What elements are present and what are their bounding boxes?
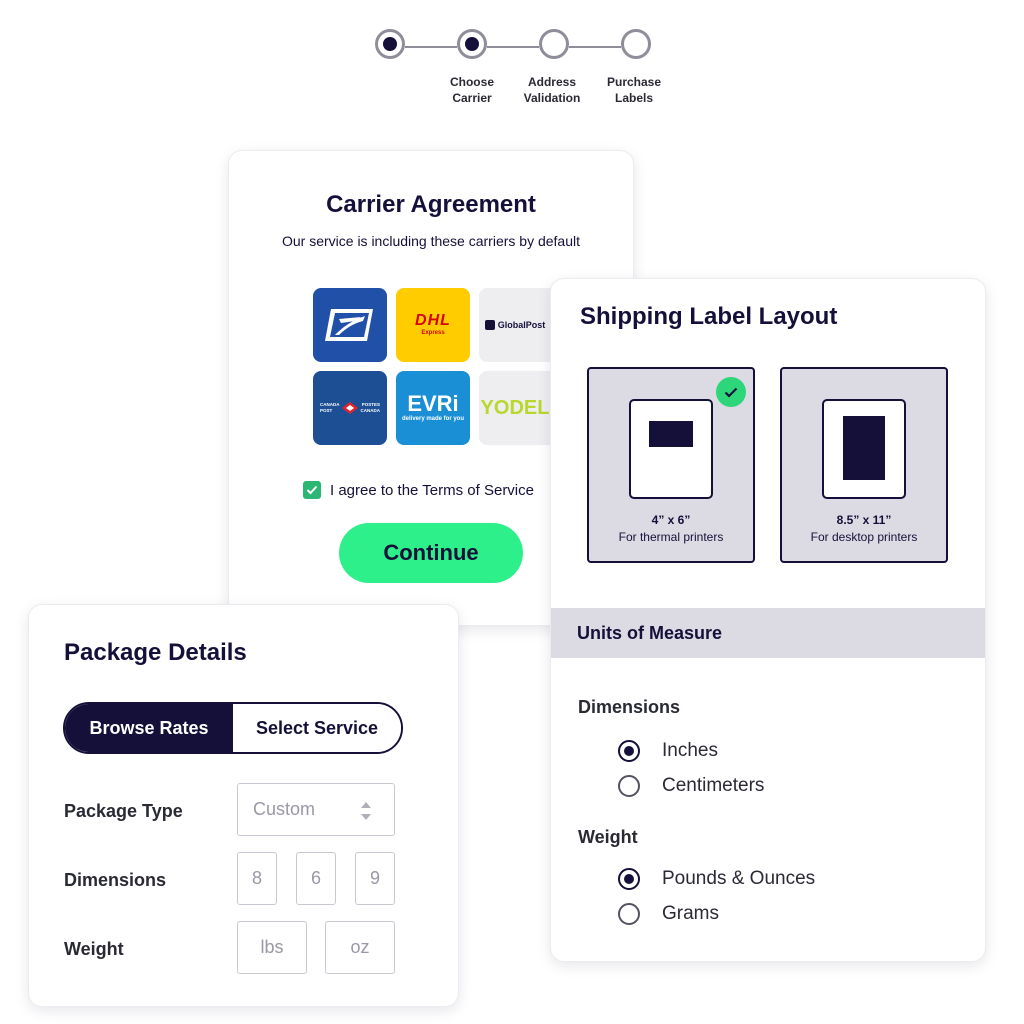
canada-post-logo[interactable]: CANADA POST POSTES CANADA — [313, 371, 387, 445]
globalpost-logo[interactable]: GlobalPost — [479, 288, 551, 362]
sort-arrows-icon — [361, 802, 371, 820]
carrier-agreement-title: Carrier Agreement — [326, 191, 536, 218]
layout-description: For desktop printers — [810, 530, 918, 544]
dhl-logo[interactable]: DHL Express — [396, 288, 470, 362]
dhl-logo-subtext: Express — [421, 330, 445, 336]
usps-logo[interactable] — [313, 288, 387, 362]
continue-button[interactable]: Continue — [339, 523, 523, 583]
globalpost-mark-icon — [484, 320, 495, 330]
shipping-label-title: Shipping Label Layout — [580, 303, 838, 330]
paper-preview — [822, 399, 906, 499]
radio-pounds-ounces[interactable]: Pounds & Ounces — [618, 867, 815, 891]
terms-agreement[interactable]: I agree to the Terms of Service — [303, 480, 534, 500]
canada-post-text-left: CANADA POST — [320, 402, 340, 413]
length-input[interactable]: 8 — [237, 852, 277, 905]
weight-oz-input[interactable]: oz — [325, 921, 395, 974]
rate-mode-toggle: Browse Rates Select Service — [63, 702, 403, 754]
yodel-logo-text: YODEL — [480, 396, 550, 419]
radio-inches[interactable]: Inches — [618, 739, 718, 763]
width-input[interactable]: 6 — [296, 852, 336, 905]
units-of-measure-header: Units of Measure — [551, 608, 985, 658]
radio-button[interactable] — [618, 740, 640, 762]
layout-description: For thermal printers — [618, 530, 724, 544]
package-type-label: Package Type — [64, 801, 183, 821]
canada-post-flag-icon — [342, 402, 358, 414]
layout-size: 4” x 6” — [651, 513, 691, 527]
height-input[interactable]: 9 — [355, 852, 395, 905]
radio-label: Inches — [662, 740, 718, 761]
weight-lbs-input[interactable]: lbs — [237, 921, 307, 974]
step-connector — [487, 46, 539, 48]
paper-preview — [629, 399, 713, 499]
dimensions-units-label: Dimensions — [578, 697, 681, 717]
package-details-card: Package Details Browse Rates Select Serv… — [28, 604, 459, 1007]
dhl-logo-text: DHL — [415, 312, 451, 329]
radio-label: Pounds & Ounces — [662, 868, 816, 889]
weight-units-label: Weight — [578, 827, 638, 847]
radio-label: Grams — [662, 903, 719, 924]
terms-checkbox[interactable] — [303, 481, 321, 499]
weight-label: Weight — [64, 939, 124, 959]
shipping-label-layout-card: Shipping Label Layout 4” x 6” For therma… — [550, 278, 986, 962]
checkmark-icon — [306, 485, 318, 495]
evri-logo-text: EVRi — [407, 391, 459, 416]
radio-label: Centimeters — [662, 775, 765, 796]
canada-post-text-right: POSTES CANADA — [360, 402, 381, 413]
package-details-title: Package Details — [64, 639, 247, 666]
radio-grams[interactable]: Grams — [618, 902, 719, 926]
step-4-dot[interactable] — [621, 29, 651, 59]
dimensions-label: Dimensions — [64, 870, 167, 890]
layout-size: 8.5” x 11” — [836, 513, 892, 527]
globalpost-logo-text: GlobalPost — [497, 320, 546, 330]
radio-button[interactable] — [618, 775, 640, 797]
radio-button[interactable] — [618, 868, 640, 890]
layout-option-4x6[interactable]: 4” x 6” For thermal printers — [587, 367, 755, 563]
select-service-tab[interactable]: Select Service — [233, 704, 401, 752]
label-area — [843, 416, 885, 480]
browse-rates-tab[interactable]: Browse Rates — [65, 704, 233, 752]
carrier-agreement-subtitle: Our service is including these carriers … — [281, 233, 581, 249]
label-area — [649, 421, 693, 447]
yodel-logo[interactable]: YODEL — [479, 371, 551, 445]
package-type-value: Custom — [253, 799, 316, 819]
selected-check-icon — [716, 377, 746, 407]
evri-logo[interactable]: EVRi delivery made for you — [396, 371, 470, 445]
step-connector — [405, 46, 457, 48]
evri-logo-subtext: delivery made for you — [401, 416, 465, 422]
radio-centimeters[interactable]: Centimeters — [618, 774, 764, 798]
layout-option-letter[interactable]: 8.5” x 11” For desktop printers — [780, 367, 948, 563]
step-connector — [569, 46, 621, 48]
usps-eagle-icon — [325, 309, 373, 341]
package-type-select[interactable]: Custom — [237, 783, 395, 836]
step-1-dot[interactable] — [375, 29, 405, 59]
radio-button[interactable] — [618, 903, 640, 925]
step-3-dot[interactable] — [539, 29, 569, 59]
step-2-dot[interactable] — [457, 29, 487, 59]
terms-label: I agree to the Terms of Service — [330, 481, 534, 499]
